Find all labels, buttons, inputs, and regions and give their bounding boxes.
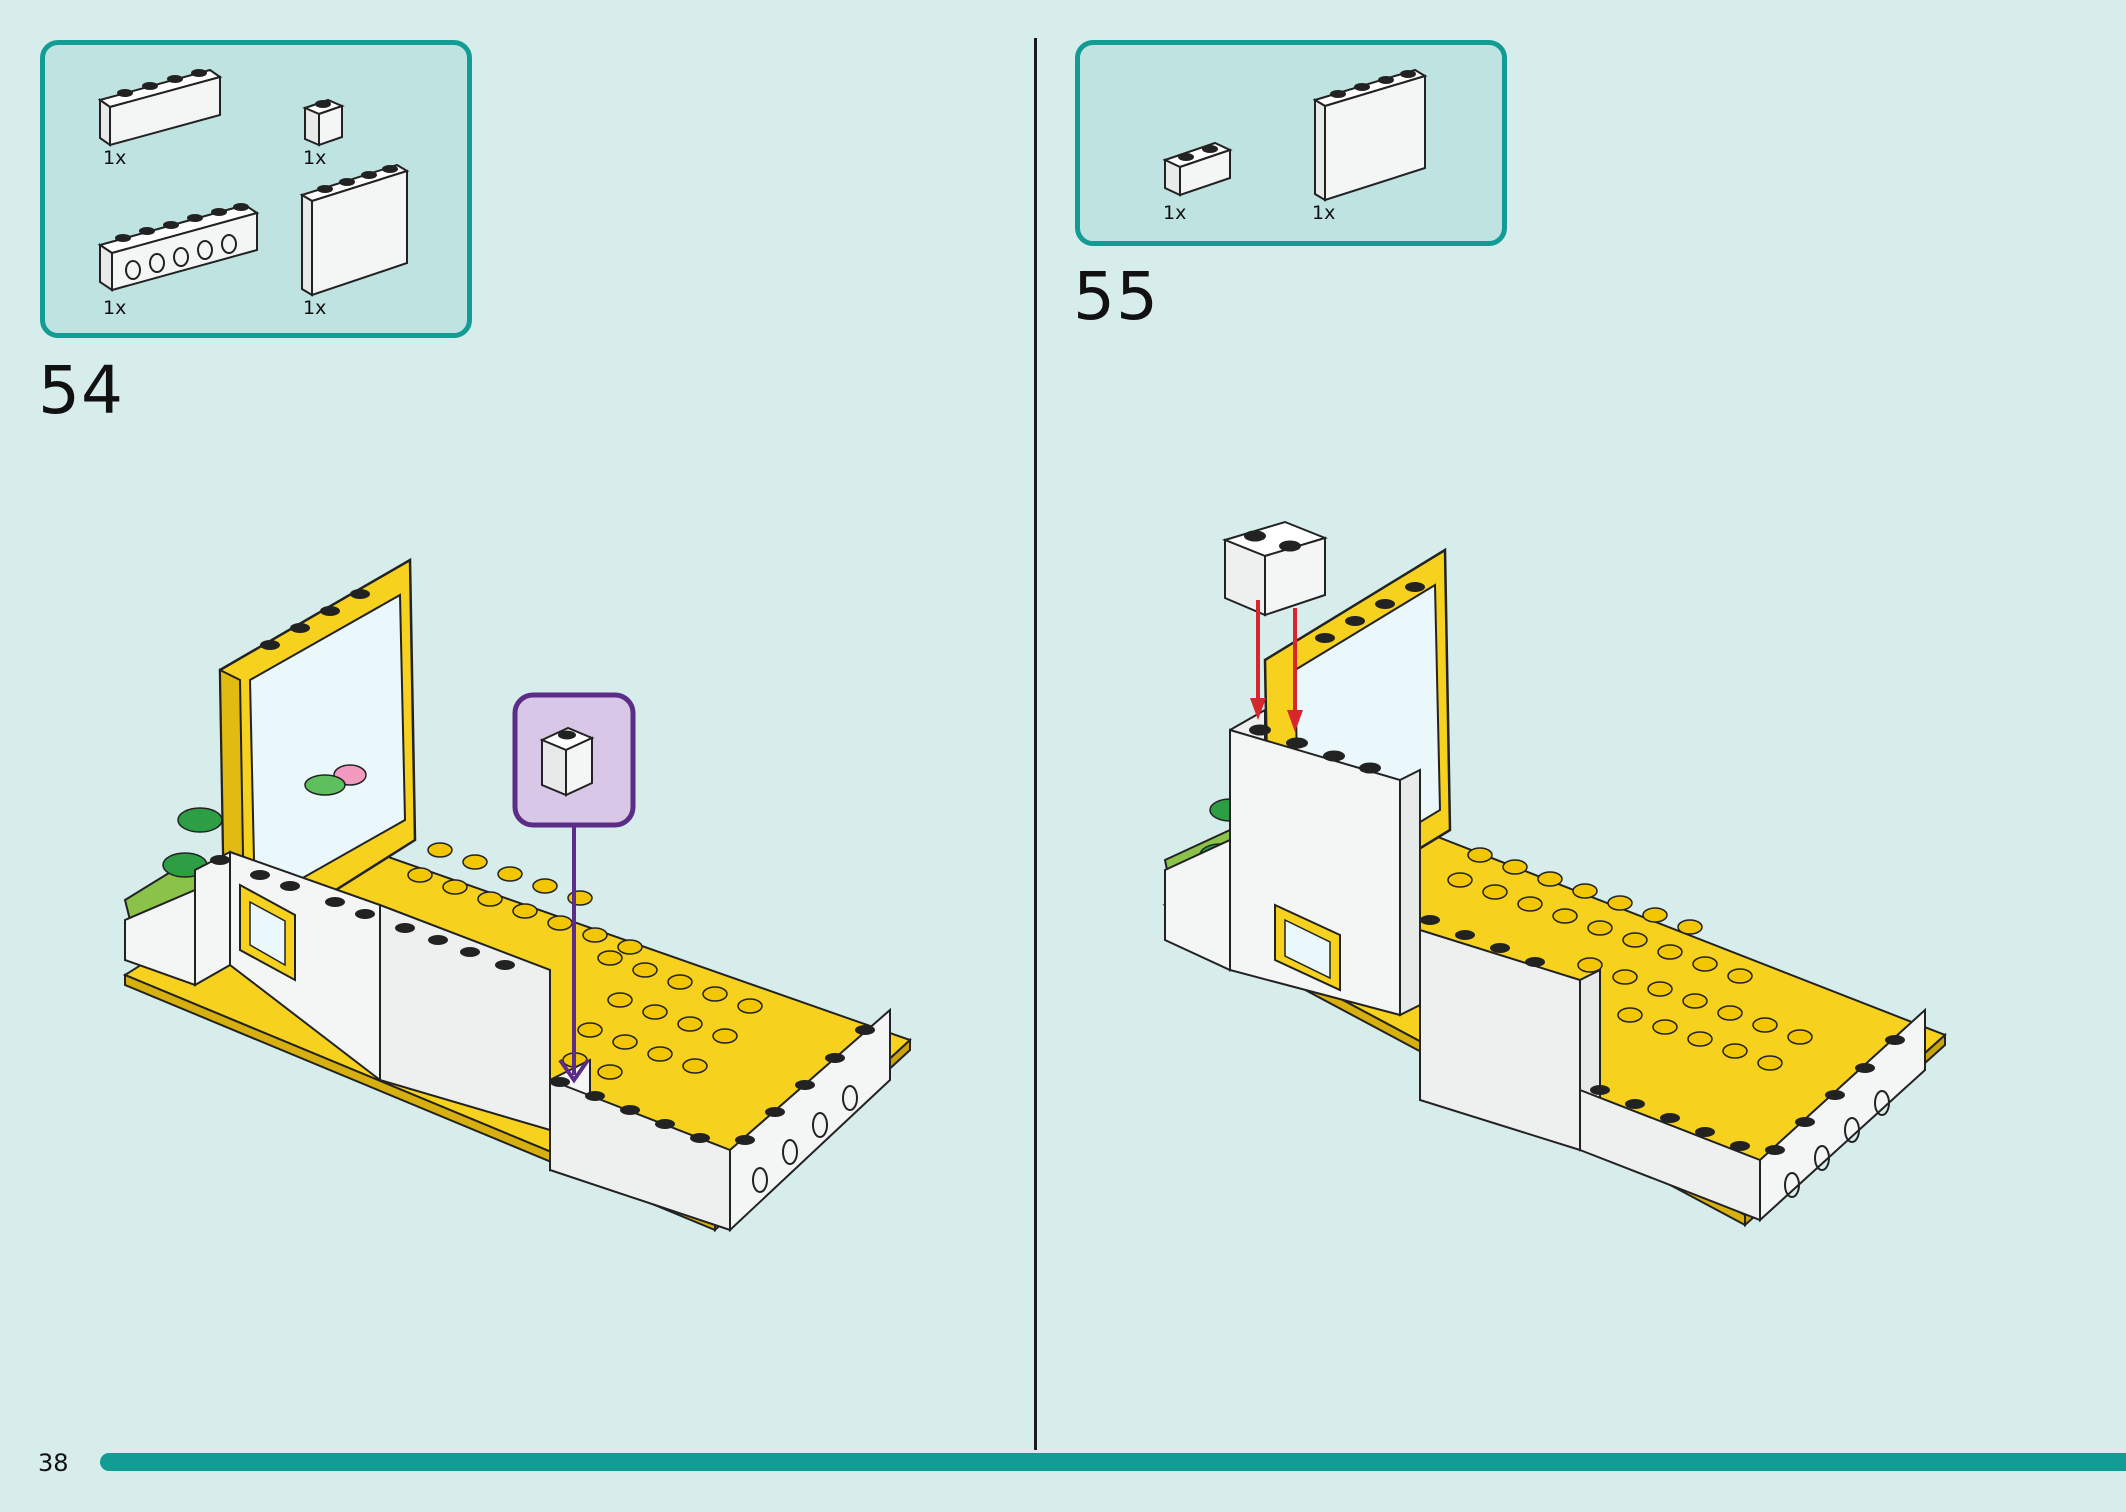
red-placement-arrows — [1250, 600, 1303, 732]
qty-panel-1x4x3: 1x — [303, 297, 327, 319]
qty-brick-1x2: 1x — [1163, 202, 1187, 224]
white-wall — [194, 850, 231, 987]
new-brick-1x2 — [1221, 520, 1329, 617]
parts-box-step-55: 1x 1x — [1075, 40, 1507, 246]
panel-1x4x3-part-icon — [299, 163, 410, 297]
step-number-54: 54 — [38, 352, 124, 429]
step-55-model-illustration — [1162, 520, 1947, 1228]
qty-brick-1x4: 1x — [103, 147, 127, 169]
qty-panel-1x4x3-step-55: 1x — [1312, 202, 1336, 224]
panel-1x4x3-part-icon-step-55 — [1312, 68, 1428, 202]
brick-1x2-part-icon — [1162, 141, 1233, 197]
step-divider — [1034, 38, 1037, 1450]
yellow-studs — [407, 842, 763, 1080]
progress-bar — [100, 1453, 2126, 1471]
parts-box-step-54: 1x 1x 1x 1x — [40, 40, 472, 338]
step-number-55: 55 — [1073, 258, 1159, 335]
step-54-model-illustration — [122, 557, 912, 1233]
step-54-placement-callout — [512, 692, 636, 1084]
qty-brick-1x1: 1x — [303, 147, 327, 169]
brick-1x4-part-icon — [97, 68, 223, 147]
page-number: 38 — [38, 1449, 69, 1477]
technic-brick-1x6-part-icon — [97, 203, 260, 292]
qty-technic-brick-1x6: 1x — [103, 297, 127, 319]
brick-1x1-part-icon — [302, 98, 345, 147]
